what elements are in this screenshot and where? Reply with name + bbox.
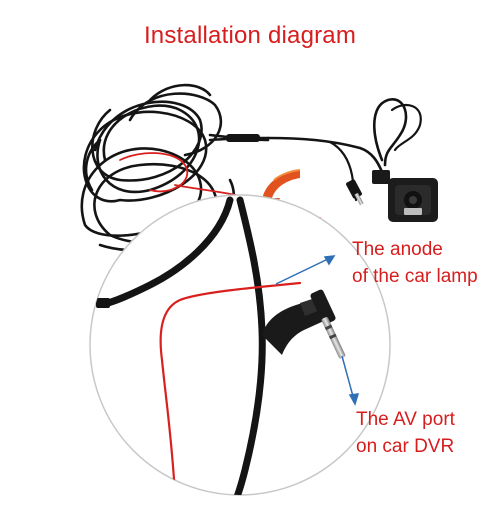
zoom-detail-circle <box>89 194 391 496</box>
anode-pointer-line <box>275 257 331 285</box>
av-jack-large <box>262 289 346 359</box>
pointer-arrows <box>275 255 360 406</box>
callout-av-line2: on car DVR <box>356 436 455 457</box>
anode-pointer-arrowhead <box>323 255 336 266</box>
av-pointer-arrowhead <box>348 393 360 406</box>
av-pointer-line <box>341 355 355 401</box>
av-jack-small <box>346 179 364 206</box>
rear-camera <box>372 170 438 222</box>
callout-av-line1: The AV port <box>356 409 455 430</box>
callout-av-port: The AV port on car DVR <box>356 406 455 460</box>
callout-anode-line1: The anode <box>352 239 443 260</box>
callout-anode-line2: of the car lamp <box>352 266 478 287</box>
diagram-title: Installation diagram <box>143 22 357 49</box>
callout-anode: The anode of the car lamp <box>352 236 478 290</box>
